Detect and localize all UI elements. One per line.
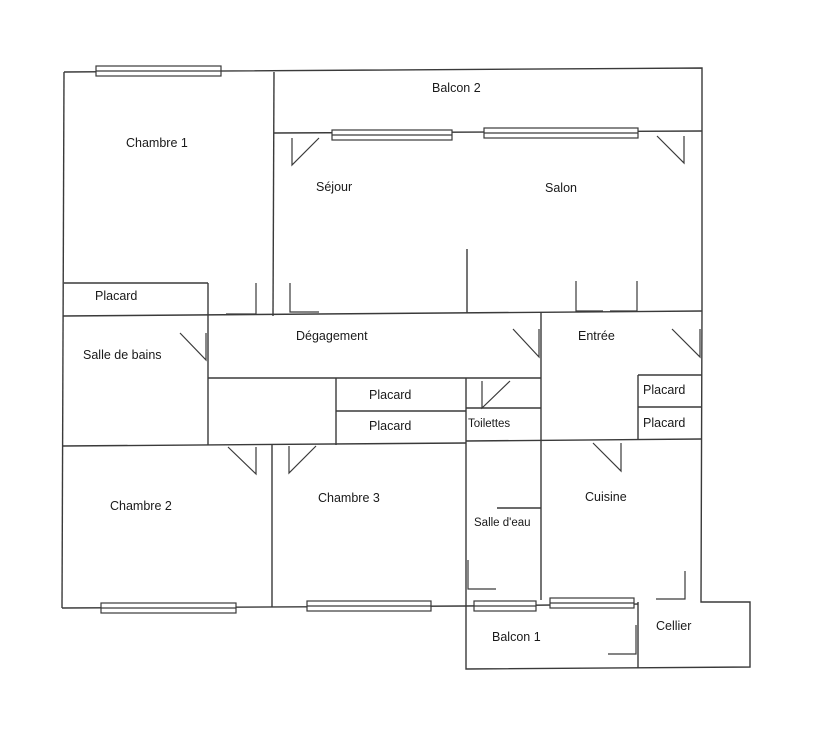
label-chambre2: Chambre 2 [110, 499, 172, 513]
label-placard-hall-top: Placard [369, 388, 411, 402]
door-chambre3 [288, 445, 317, 475]
door-cuisine [592, 442, 622, 473]
room-labels: Chambre 1 Balcon 2 Séjour Salon Placard … [83, 81, 691, 644]
label-entree: Entrée [578, 329, 615, 343]
doors [179, 135, 701, 655]
door-salle-de-bains [179, 332, 207, 362]
door-entree [671, 328, 701, 359]
label-placard-hall-bottom: Placard [369, 419, 411, 433]
door-salon-double [575, 281, 603, 312]
label-cuisine: Cuisine [585, 490, 627, 504]
label-salle-de-bains: Salle de bains [83, 348, 162, 362]
label-sejour: Séjour [316, 180, 352, 194]
door-cellier [608, 625, 637, 655]
windows [95, 65, 639, 614]
door-toilettes [481, 380, 511, 410]
label-balcon1: Balcon 1 [492, 630, 541, 644]
door-salon-double-2 [610, 281, 638, 312]
label-cellier: Cellier [656, 619, 691, 633]
door-degagement [512, 328, 540, 359]
label-placard-entree-top: Placard [643, 383, 685, 397]
door-cuisine-balcon [656, 571, 686, 600]
label-placard-entree-bottom: Placard [643, 416, 685, 430]
label-degagement: Dégagement [296, 329, 368, 343]
label-toilettes: Toilettes [468, 418, 510, 430]
door-chambre2 [227, 446, 257, 476]
door-salon-balcon [656, 135, 685, 165]
outer-walls [61, 67, 751, 670]
interior-walls [61, 71, 703, 668]
door-chambre1 [226, 283, 257, 315]
label-placard-chambre1: Placard [95, 289, 137, 303]
label-salon: Salon [545, 181, 577, 195]
label-chambre3: Chambre 3 [318, 491, 380, 505]
door-sejour [289, 283, 319, 313]
label-salle-deau: Salle d'eau [474, 517, 531, 529]
label-chambre1: Chambre 1 [126, 136, 188, 150]
door-sejour-balcon [291, 137, 320, 167]
door-salle-deau [467, 560, 496, 590]
label-balcon2: Balcon 2 [432, 81, 481, 95]
